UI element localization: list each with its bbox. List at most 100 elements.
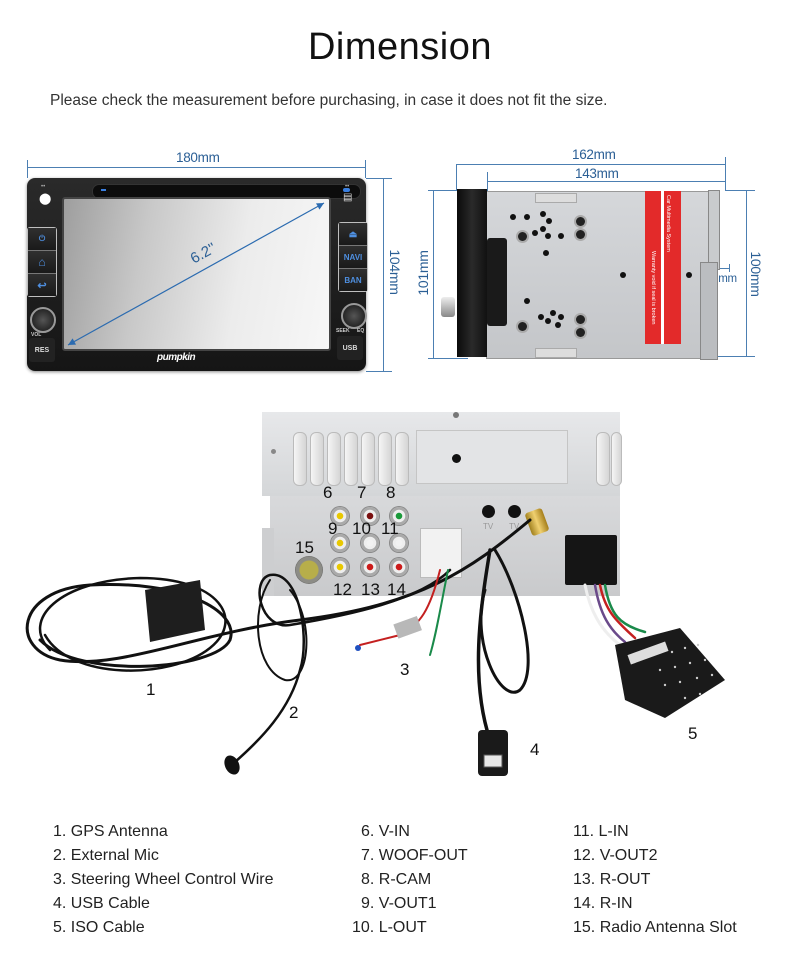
eq-label: EQ bbox=[357, 328, 365, 334]
iso-wire-white bbox=[583, 583, 622, 647]
band-button[interactable]: BAN bbox=[339, 269, 367, 291]
tv-port-2[interactable] bbox=[508, 505, 521, 518]
home-button[interactable]: ⌂ bbox=[28, 251, 56, 274]
total-depth-label: 162mm bbox=[572, 147, 616, 162]
seek-knob[interactable] bbox=[341, 303, 367, 329]
legend-item: 5. ISO Cable bbox=[53, 919, 145, 936]
body-depth-tick bbox=[487, 172, 488, 192]
width-dimension-line bbox=[27, 167, 365, 168]
iso-pins bbox=[658, 643, 714, 700]
legend-column-2: 6. V-IN 7. WOOF-OUT 8. R-CAM 9. V-OUT1 1… bbox=[352, 820, 468, 940]
rca-jack-11[interactable] bbox=[390, 534, 408, 552]
touchscreen[interactable]: 6.2'' bbox=[62, 197, 331, 351]
height-label: 104mm bbox=[387, 249, 403, 295]
port-number-9: 9 bbox=[328, 519, 338, 538]
usb-label: USB bbox=[342, 344, 358, 352]
tv-label-1: TV bbox=[483, 522, 494, 531]
usb-port-cover[interactable]: USB bbox=[337, 336, 363, 360]
height-tick-bottom bbox=[366, 371, 392, 372]
rear-label-plate bbox=[416, 430, 568, 484]
gps-cable-loop bbox=[38, 576, 227, 672]
accessory-number-3: 3 bbox=[400, 660, 410, 679]
usb-cable bbox=[476, 548, 492, 742]
tv-port-1[interactable] bbox=[482, 505, 495, 518]
legend-item: 8. R-CAM bbox=[361, 871, 432, 888]
back-button[interactable]: ↩ bbox=[28, 274, 56, 296]
right-button-group: ⏏ NAVI BAN bbox=[338, 222, 368, 292]
volume-knob[interactable] bbox=[30, 307, 56, 333]
steering-module bbox=[393, 615, 422, 639]
eject-icon: ⏏ bbox=[348, 228, 358, 239]
front-height-tick-bottom bbox=[428, 358, 468, 359]
port-number-6: 6 bbox=[323, 483, 333, 502]
legend-item: 7. WOOF-OUT bbox=[361, 847, 468, 864]
tv-label-2: TV bbox=[509, 522, 520, 531]
rca-jack-12[interactable] bbox=[331, 558, 349, 576]
eject-button[interactable]: ⏏ bbox=[339, 223, 367, 246]
legend-column-1: 1. GPS Antenna 2. External Mic 3. Steeri… bbox=[53, 820, 274, 940]
white-connector[interactable] bbox=[420, 528, 462, 578]
legend-item: 12. V-OUT2 bbox=[573, 847, 658, 864]
legend-item: 3. Steering Wheel Control Wire bbox=[53, 871, 274, 888]
accessory-number-2: 2 bbox=[289, 703, 299, 722]
front-height-tick-top bbox=[428, 190, 468, 191]
left-button-group: ⏻ ⌂ ↩ bbox=[27, 227, 57, 297]
body-height-tick-top bbox=[725, 190, 755, 191]
body-depth-line bbox=[487, 181, 725, 182]
rca-jack-13[interactable] bbox=[361, 558, 379, 576]
front-height-line bbox=[433, 190, 434, 358]
radio-icon: ▤ bbox=[343, 192, 353, 203]
legend-item: 11. L-IN bbox=[573, 823, 629, 840]
iso-socket[interactable] bbox=[565, 535, 617, 585]
width-tick-right bbox=[365, 160, 366, 178]
reset-button[interactable]: RES bbox=[29, 338, 55, 362]
mount-ear-top bbox=[708, 190, 720, 270]
iso-wire-red bbox=[598, 583, 637, 640]
seek-label: SEEK bbox=[336, 328, 350, 334]
steering-wire-green bbox=[429, 569, 449, 656]
body-height-tick-bottom bbox=[705, 356, 755, 357]
home-icon: ⌂ bbox=[38, 255, 46, 269]
front-height-label: 101mm bbox=[415, 250, 431, 296]
sticker-line-2: Warranty void if seal is broken bbox=[650, 251, 656, 325]
rca-jack-9[interactable] bbox=[331, 534, 349, 552]
accessory-number-1: 1 bbox=[146, 680, 156, 699]
legend-item: 2. External Mic bbox=[53, 847, 159, 864]
body-height-label: 100mm bbox=[748, 251, 764, 297]
gps-icon: ⬤ bbox=[39, 193, 52, 205]
rca-jack-7[interactable] bbox=[361, 507, 379, 525]
rca-jack-10[interactable] bbox=[361, 534, 379, 552]
navi-label: NAVI bbox=[343, 252, 363, 262]
side-knob bbox=[441, 297, 455, 317]
page-subtitle: Please check the measurement before purc… bbox=[50, 92, 608, 109]
mic-cable bbox=[233, 568, 452, 764]
port-number-12: 12 bbox=[333, 580, 352, 599]
radio-antenna-slot[interactable] bbox=[295, 556, 323, 584]
chassis-tab-bottom bbox=[535, 348, 577, 358]
rca-jack-14[interactable] bbox=[390, 558, 408, 576]
rca-jack-8[interactable] bbox=[390, 507, 408, 525]
sticker-divider bbox=[661, 191, 664, 344]
port-number-8: 8 bbox=[386, 483, 396, 502]
power-icon: ⏻ bbox=[38, 234, 46, 243]
mic-head bbox=[224, 755, 240, 775]
head-unit-front: ⬤ •• •• ▤ 6.2'' ⏻ ⌂ ↩ ⏏ NAVI BAN VOL bbox=[27, 178, 368, 371]
legend-item: 15. Radio Antenna Slot bbox=[573, 919, 737, 936]
depth-tick-right bbox=[725, 157, 726, 190]
indicator-dots-left: •• bbox=[41, 184, 46, 190]
port-number-11: 11 bbox=[381, 519, 399, 538]
mount-bracket bbox=[487, 238, 507, 326]
gps-cable bbox=[25, 518, 532, 668]
total-depth-line bbox=[456, 164, 725, 165]
screw bbox=[271, 449, 276, 454]
navi-button[interactable]: NAVI bbox=[339, 246, 367, 269]
legend-item: 14. R-IN bbox=[573, 895, 633, 912]
legend-item: 1. GPS Antenna bbox=[53, 823, 168, 840]
port-number-10: 10 bbox=[352, 519, 371, 538]
depth-tick-left bbox=[456, 164, 457, 190]
usb-plug bbox=[478, 730, 508, 776]
port-number-15: 15 bbox=[295, 538, 314, 557]
power-button[interactable]: ⏻ bbox=[28, 228, 56, 251]
vol-label: VOL bbox=[31, 332, 42, 338]
rca-jack-6[interactable] bbox=[331, 507, 349, 525]
